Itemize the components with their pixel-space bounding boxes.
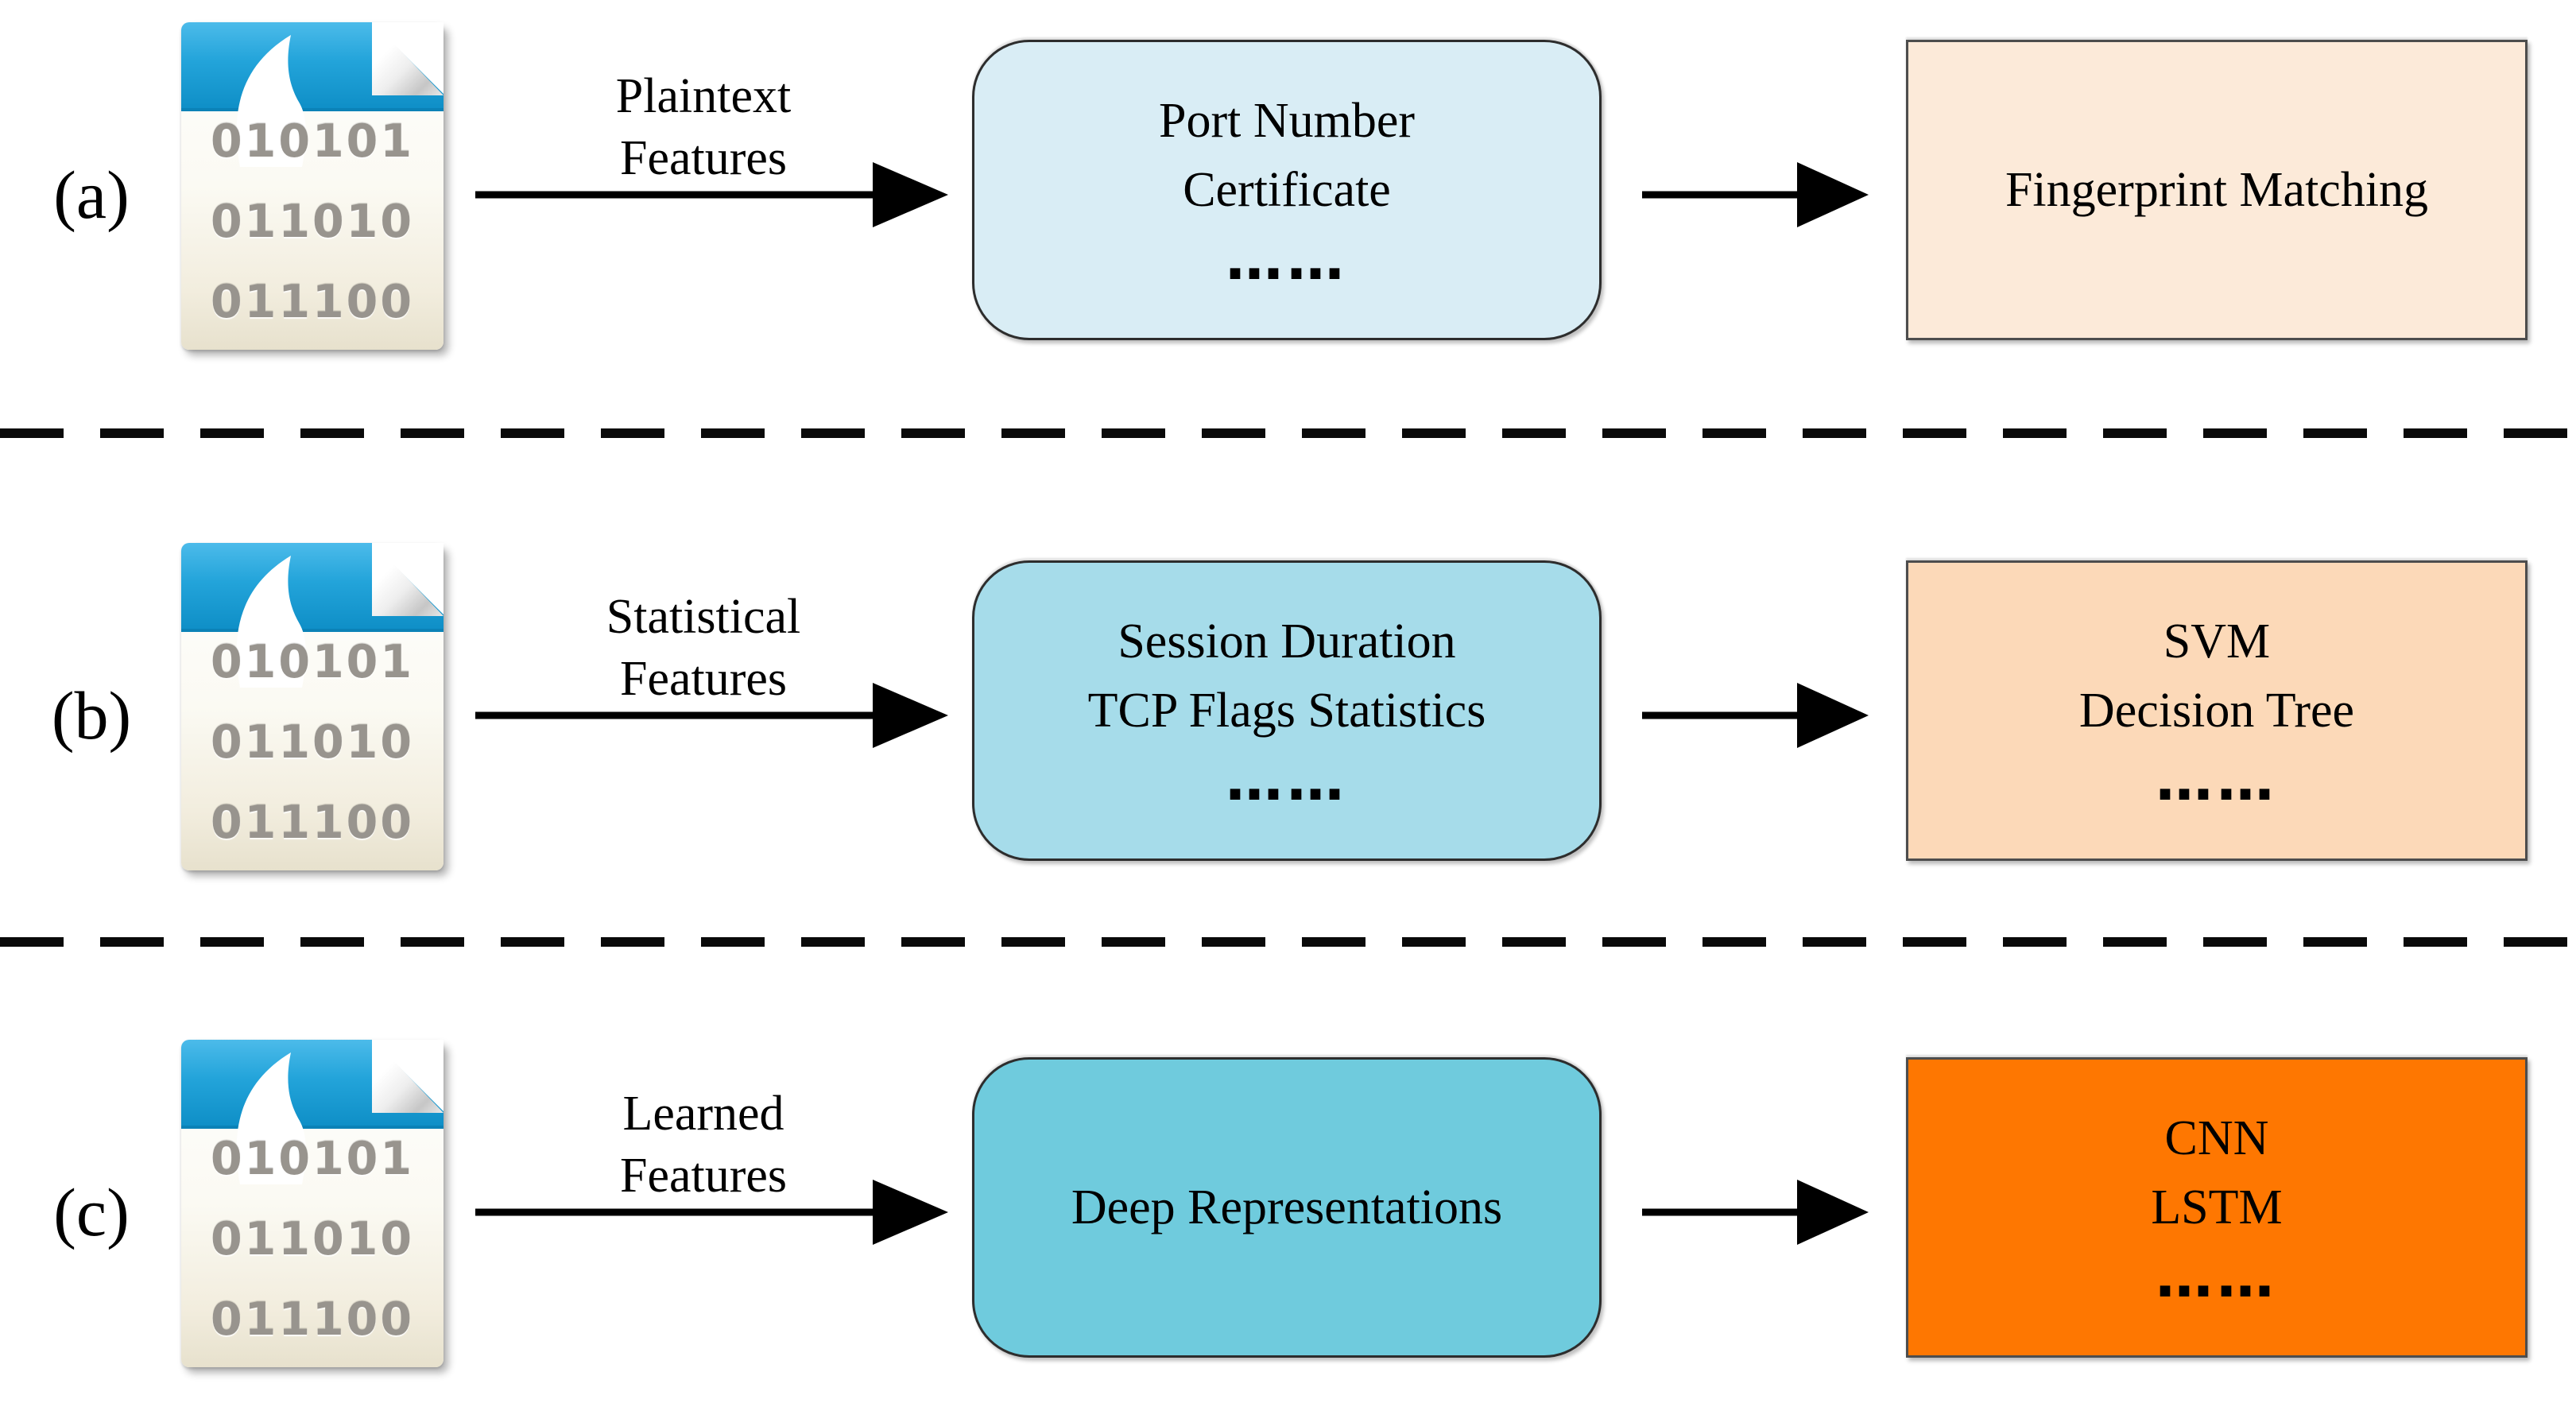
method-box-line: CNN: [2164, 1110, 2269, 1165]
binary-text: 010101 011010 011100: [181, 622, 444, 863]
pcap-file-icon: 010101 011010 011100: [181, 22, 444, 350]
feature-label-line: Features: [619, 652, 788, 706]
feature-box-line: Deep Representations: [1071, 1180, 1503, 1234]
dashed-separator: [0, 428, 2576, 438]
feature-label-line: Features: [619, 1149, 788, 1203]
feature-label-line: Statistical: [606, 590, 801, 644]
row-b-label: (b): [51, 677, 132, 754]
arrow-right-icon: [475, 683, 948, 748]
method-box: SVM Decision Tree ……: [1906, 560, 2528, 861]
ellipsis-text: ……: [1226, 225, 1348, 293]
binary-line: 011010: [211, 196, 414, 248]
binary-line: 011010: [211, 1213, 414, 1265]
feature-box-line: TCP Flags Statistics: [1087, 683, 1486, 738]
pcap-file-icon: 010101 011010 011100: [181, 1040, 444, 1367]
feature-arrow-label: Plaintext Features: [477, 46, 930, 189]
feature-box: Deep Representations: [972, 1057, 1602, 1358]
feature-box-line: Port Number: [1158, 93, 1416, 148]
ellipsis-text: ……: [1226, 746, 1348, 813]
pcap-file-icon: 010101 011010 011100: [181, 543, 444, 870]
feature-box-line: Session Duration: [1118, 614, 1456, 669]
binary-line: 011100: [211, 276, 414, 328]
binary-line: 011100: [211, 796, 414, 849]
shark-fin-icon: [236, 1052, 306, 1184]
feature-box: Port Number Certificate ……: [972, 40, 1602, 340]
feature-box-line: Certificate: [1183, 162, 1391, 217]
method-box-line: Decision Tree: [2078, 683, 2355, 738]
feature-arrow-label: Statistical Features: [477, 567, 930, 710]
binary-line: 010101: [211, 1133, 414, 1185]
feature-label-line: Plaintext: [615, 69, 792, 123]
binary-line: 011010: [211, 716, 414, 769]
arrow-right-icon: [1642, 162, 1869, 227]
binary-text: 010101 011010 011100: [181, 102, 444, 343]
arrow-right-icon: [475, 162, 948, 227]
row-c-label: (c): [53, 1174, 130, 1250]
arrow-right-icon: [475, 1180, 948, 1245]
binary-line: 010101: [211, 636, 414, 688]
binary-line: 010101: [211, 115, 414, 168]
shark-fin-icon: [236, 556, 306, 688]
feature-label-line: Features: [619, 131, 788, 185]
binary-text: 010101 011010 011100: [181, 1119, 444, 1360]
row-b: (b) 010101 011010 011100 Statistical Fea…: [0, 537, 2576, 886]
method-box-line: Fingerprint Matching: [2005, 162, 2429, 217]
row-a: (a) 010101 011010 011100 Plaintext Featu…: [0, 16, 2576, 366]
feature-arrow-label: Learned Features: [477, 1064, 930, 1207]
dashed-separator: [0, 937, 2576, 947]
arrow-right-icon: [1642, 683, 1869, 748]
row-a-label: (a): [53, 157, 130, 233]
feature-box: Session Duration TCP Flags Statistics ……: [972, 560, 1602, 861]
row-c: (c) 010101 011010 011100 Learned Feature…: [0, 1033, 2576, 1383]
binary-line: 011100: [211, 1293, 414, 1346]
ellipsis-text: ……: [2156, 746, 2278, 813]
method-box-line: LSTM: [2151, 1180, 2283, 1234]
method-box: CNN LSTM ……: [1906, 1057, 2528, 1358]
method-box-line: SVM: [2163, 614, 2271, 669]
method-box: Fingerprint Matching: [1906, 40, 2528, 340]
ellipsis-text: ……: [2156, 1242, 2278, 1310]
shark-fin-icon: [236, 35, 306, 167]
arrow-right-icon: [1642, 1180, 1869, 1245]
feature-label-line: Learned: [622, 1087, 784, 1141]
